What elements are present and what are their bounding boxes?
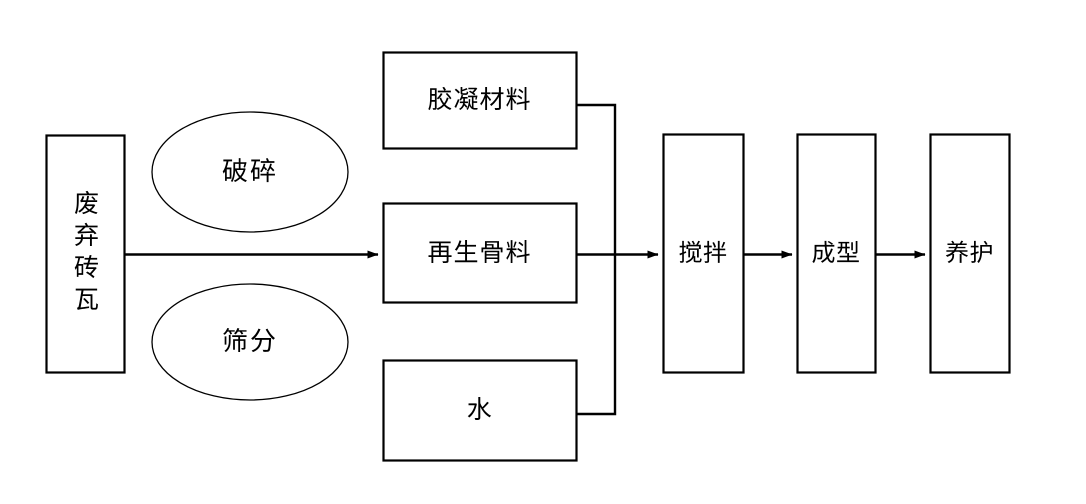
node-cementitious-material[interactable] — [383, 52, 576, 148]
node-recycled-aggregate[interactable] — [383, 203, 576, 302]
node-mixing[interactable] — [663, 134, 743, 372]
node-screening[interactable] — [152, 284, 348, 400]
node-waste-bricks[interactable] — [46, 135, 124, 372]
node-shape-cementitious-material — [382, 51, 578, 150]
edge-water-to-bus — [576, 254, 617, 416]
node-shape-crushing — [151, 111, 349, 233]
node-shape-curing — [929, 133, 1011, 374]
node-water[interactable] — [383, 360, 576, 460]
node-forming[interactable] — [797, 134, 875, 372]
node-shape-mixing — [662, 133, 745, 374]
node-shape-water — [382, 359, 578, 462]
edge-cementitious-to-bus — [576, 103, 617, 255]
node-curing[interactable] — [930, 134, 1009, 372]
node-crushing[interactable] — [152, 112, 348, 232]
node-shape-forming — [796, 133, 877, 374]
node-shape-waste-bricks — [45, 134, 126, 374]
node-shape-screening — [151, 283, 349, 401]
node-shape-recycled-aggregate — [382, 202, 578, 304]
